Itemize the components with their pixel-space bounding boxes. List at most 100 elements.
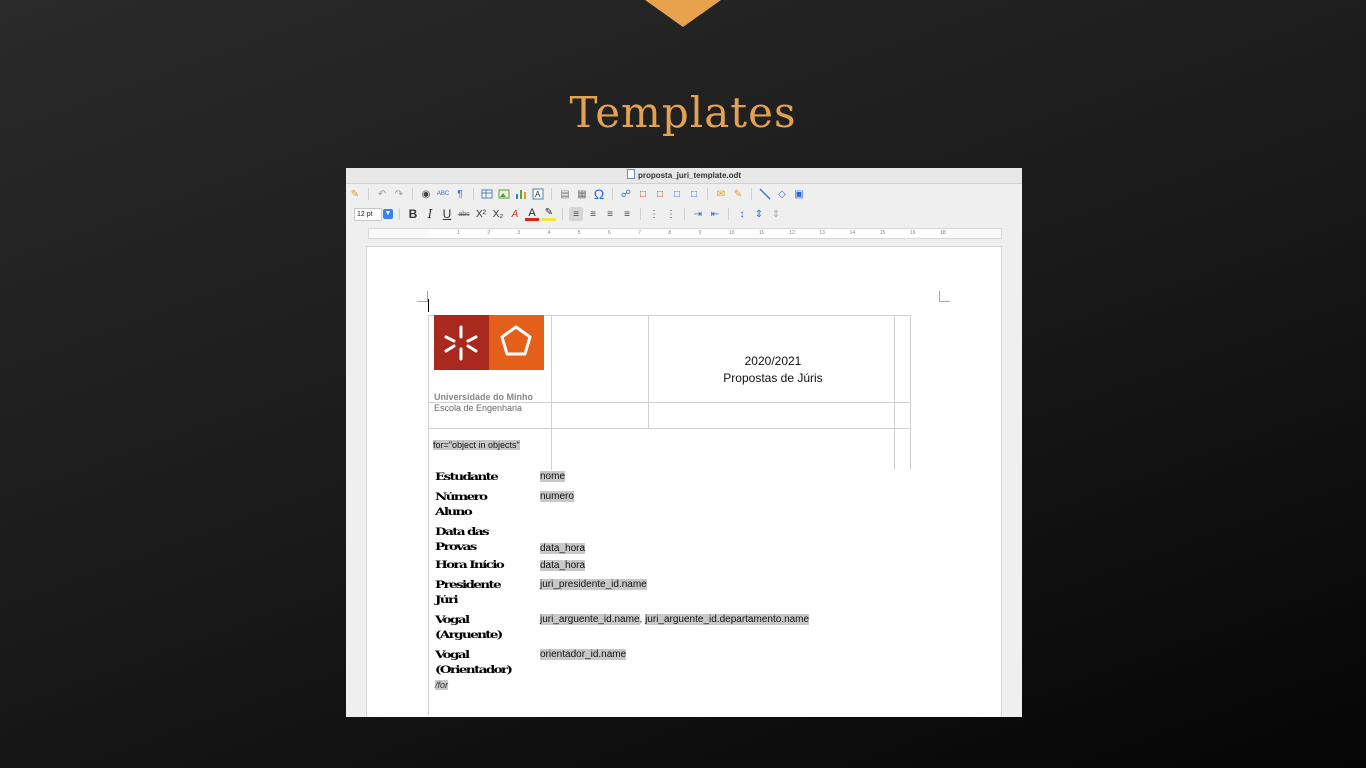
- loop-end-text: /for: [435, 680, 449, 690]
- field-value: data_hora: [540, 560, 586, 571]
- insert-chart-icon[interactable]: [514, 187, 528, 201]
- spelling-icon[interactable]: ABC: [436, 191, 450, 197]
- placeholder-nome: nome: [540, 471, 566, 482]
- insert-image-icon[interactable]: [497, 187, 511, 201]
- placeholder-juri-arguente: juri_arguente_id.name: [540, 614, 640, 625]
- font-color-icon[interactable]: A: [525, 207, 539, 221]
- ruler-tick-label: 4: [547, 230, 551, 236]
- ruler-tick-label: 15: [879, 230, 886, 236]
- endnote-icon[interactable]: □: [656, 188, 664, 200]
- field-value: data_hora: [540, 543, 586, 554]
- clone-formatting-icon[interactable]: ✎: [350, 188, 360, 200]
- insert-textbox-icon[interactable]: A: [531, 187, 545, 201]
- clear-formatting-icon[interactable]: A: [511, 208, 519, 220]
- special-character-icon[interactable]: Ω: [593, 186, 605, 202]
- bookmark-icon[interactable]: □: [673, 188, 681, 200]
- ruler-tick-label: 9: [698, 230, 702, 236]
- ruler-tick-label: 14: [849, 230, 856, 236]
- toolbar-separator: [562, 208, 563, 220]
- ruler-tick-label: 12: [789, 230, 795, 236]
- highlight-color-icon[interactable]: ✎: [542, 207, 556, 221]
- field-label: Provas: [435, 542, 477, 553]
- field-label: Presidente: [435, 580, 502, 591]
- ruler-tick-label: 3: [517, 230, 521, 236]
- table-border: [648, 315, 649, 428]
- comment-icon[interactable]: ✉: [716, 188, 726, 200]
- placeholder-data-hora: data_hora: [540, 543, 586, 554]
- toolbar-separator: [640, 208, 641, 220]
- superscript-button[interactable]: X²: [476, 208, 486, 220]
- placeholder-numero: numero: [540, 491, 574, 502]
- ruler-tick-label: 11: [759, 230, 765, 236]
- table-border: [428, 315, 910, 316]
- toolbar-separator: [412, 188, 413, 200]
- text-cursor: [428, 299, 429, 312]
- field-value: orientador_id.name: [540, 649, 627, 660]
- field-label: Aluno: [435, 507, 473, 518]
- insert-field-icon[interactable]: ▦: [577, 188, 587, 200]
- standard-toolbar: ✎ ↶ ↷ ◉ ABC ¶ A ▤ ▦ Ω ☍ □ □ □ □ ✉ ✎: [346, 184, 1022, 204]
- toolbar-separator: [399, 208, 400, 220]
- academic-year: 2020/2021: [744, 354, 802, 368]
- loop-start-tag: for="object in objects": [433, 440, 520, 450]
- draw-line-icon[interactable]: [758, 187, 772, 201]
- ruler-tick-label: 13: [819, 230, 825, 236]
- slide-title: Templates: [569, 88, 797, 137]
- table-border: [428, 315, 429, 715]
- align-right-icon[interactable]: ≡: [607, 208, 613, 220]
- align-center-icon[interactable]: ≡: [590, 208, 596, 220]
- bullet-list-icon[interactable]: ⋮: [649, 208, 659, 220]
- window-titlebar[interactable]: proposta_juri_template.odt: [346, 168, 1022, 184]
- font-size-field[interactable]: 12 pt: [354, 207, 382, 221]
- basic-shapes-icon[interactable]: ◇: [778, 188, 786, 200]
- footnote-icon[interactable]: □: [639, 188, 647, 200]
- formatting-toolbar: 12 pt ▼ B I U abc X² X₂ A A ✎ ≡ ≡ ≡ ≡ ⋮ …: [346, 204, 1022, 224]
- redo-icon[interactable]: ↷: [394, 188, 404, 200]
- slide-chevron-decoration: [645, 0, 721, 27]
- insert-table-icon[interactable]: [480, 187, 494, 201]
- italic-button[interactable]: I: [427, 207, 433, 221]
- toolbar-separator: [612, 188, 613, 200]
- loop-end-tag: /for: [435, 680, 449, 690]
- school-name: Escola de Engenharia: [434, 403, 523, 413]
- numbered-list-icon[interactable]: ⋮: [666, 208, 676, 220]
- find-replace-icon[interactable]: ◉: [421, 188, 431, 200]
- subscript-button[interactable]: X₂: [492, 208, 504, 220]
- increase-indent-icon[interactable]: ⇥: [693, 208, 703, 220]
- ruler-tick-label: 6: [608, 230, 611, 236]
- table-border: [910, 315, 911, 470]
- justify-icon[interactable]: ≡: [624, 208, 630, 220]
- bold-button[interactable]: B: [408, 207, 418, 221]
- field-value: numero: [540, 491, 574, 502]
- hyperlink-icon[interactable]: ☍: [620, 188, 632, 200]
- field-label: Vogal: [435, 650, 470, 661]
- placeholder-orientador: orientador_id.name: [540, 649, 627, 660]
- svg-text:A: A: [535, 190, 541, 199]
- cross-reference-icon[interactable]: □: [690, 188, 698, 200]
- underline-button[interactable]: U: [442, 207, 452, 221]
- field-value: juri_presidente_id.name: [540, 579, 647, 590]
- document-page[interactable]: Universidade do Minho Escola de Engenhar…: [366, 246, 1002, 717]
- paragraph-spacing-icon[interactable]: ⇕: [754, 208, 764, 220]
- toolbar-separator: [751, 188, 752, 200]
- strikethrough-button[interactable]: abc: [458, 210, 470, 218]
- decrease-indent-icon[interactable]: ⇤: [710, 208, 720, 220]
- line-spacing-icon[interactable]: ↕: [739, 208, 745, 220]
- ruler-tick-label: 16: [910, 230, 916, 236]
- table-border: [894, 315, 895, 470]
- align-left-icon[interactable]: ≡: [569, 207, 583, 221]
- field-label: (Orientador): [435, 665, 513, 676]
- toolbar-separator: [728, 208, 729, 220]
- field-value: juri_arguente_id.name, juri_arguente_id.…: [540, 614, 810, 625]
- track-changes-icon[interactable]: ✎: [733, 188, 743, 200]
- toolbar-separator: [684, 208, 685, 220]
- field-value: nome: [540, 471, 566, 482]
- page-break-icon[interactable]: ▤: [560, 188, 570, 200]
- formatting-marks-icon[interactable]: ¶: [457, 188, 463, 200]
- field-label: (Arguente): [435, 630, 503, 641]
- draw-functions-icon[interactable]: ▣: [794, 188, 804, 200]
- chevron-down-icon[interactable]: ▼: [383, 209, 393, 219]
- paragraph-spacing-decrease-icon[interactable]: ⇕: [771, 208, 781, 220]
- undo-icon[interactable]: ↶: [377, 188, 387, 200]
